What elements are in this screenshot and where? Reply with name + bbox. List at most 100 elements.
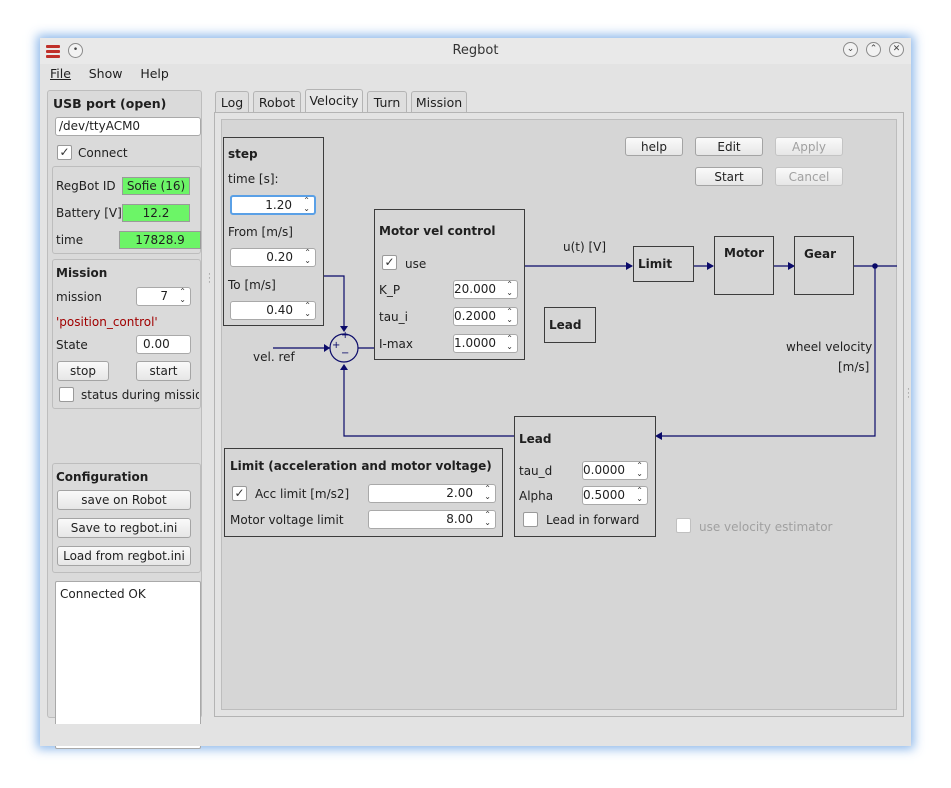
tab-mission[interactable]: Mission [411, 91, 467, 113]
spin-arrows-icon[interactable]: ⌃⌄ [506, 280, 513, 297]
taui-spinbox[interactable]: 0.2000 ⌃⌄ [453, 307, 518, 326]
arrow-into-sum-left [324, 344, 330, 352]
lead-forward-checkbox[interactable] [523, 512, 538, 527]
limit-box: Limit (acceleration and motor voltage) ✓… [224, 448, 503, 537]
sum-minus-bottom: − [341, 348, 350, 359]
acc-limit-checkbox[interactable]: ✓ [232, 486, 247, 501]
arrow-into-gear [788, 262, 795, 270]
lead-box: Lead tau_d 0.0000 ⌃⌄ Alpha 0.5000 ⌃⌄ Lea… [514, 416, 656, 537]
taud-spinbox[interactable]: 0.0000 ⌃⌄ [582, 461, 648, 480]
right-splitter-handle[interactable]: ··· [907, 385, 910, 403]
step-time-value: 1.20 [265, 198, 292, 212]
load-from-ini-button[interactable]: Load from regbot.ini [57, 546, 191, 566]
status-during-checkbox[interactable] [59, 387, 74, 402]
diagram-area: + + − help Edit Apply Start Cancel step … [221, 119, 897, 710]
help-button[interactable]: help [625, 137, 683, 156]
menu-file[interactable]: File [50, 66, 71, 81]
time-label: time [56, 233, 84, 247]
tab-velocity[interactable]: Velocity [305, 89, 363, 113]
menu-help[interactable]: Help [140, 66, 169, 81]
spin-arrows-icon[interactable]: ⌃⌄ [179, 287, 186, 304]
regbot-id-value: Sofie (16) [122, 177, 190, 195]
signal-lines [273, 262, 897, 440]
tab-log[interactable]: Log [215, 91, 249, 113]
limit-block: Limit [633, 246, 694, 282]
connect-checkbox[interactable]: ✓ [57, 145, 72, 160]
spin-arrows-icon[interactable]: ⌃⌄ [636, 486, 643, 503]
regbot-id-label: RegBot ID [56, 179, 116, 193]
spin-arrows-icon[interactable]: ⌃⌄ [636, 461, 643, 478]
battery-value: 12.2 [122, 204, 190, 222]
velocity-estimator-label: use velocity estimator [699, 520, 833, 534]
spin-arrows-icon[interactable]: ⌃⌄ [304, 248, 311, 265]
step-from-label: From [m/s] [228, 225, 293, 239]
title-bar: • Regbot ⌄ ⌃ ✕ [40, 38, 911, 64]
spin-arrows-icon[interactable]: ⌃⌄ [304, 301, 311, 318]
mission-name: 'position_control' [56, 315, 158, 329]
spin-arrows-icon[interactable]: ⌃⌄ [484, 484, 491, 501]
mission-value: 7 [160, 289, 168, 303]
limit-title: Limit (acceleration and motor voltage) [230, 459, 492, 473]
log-text: Connected OK [60, 587, 146, 601]
close-icon[interactable]: ✕ [889, 42, 904, 57]
sum-plus-left: + [332, 340, 341, 351]
acc-limit-value: 2.00 [446, 486, 473, 500]
save-on-robot-button[interactable]: save on Robot [57, 490, 191, 510]
arrow-into-lead [655, 432, 662, 440]
app-window: • Regbot ⌄ ⌃ ✕ File Show Help USB port (… [40, 38, 911, 749]
taud-value: 0.0000 [583, 463, 625, 477]
apply-button[interactable]: Apply [775, 137, 843, 156]
minimize-icon[interactable]: ⌄ [843, 42, 858, 57]
arrow-into-sum-top [340, 326, 348, 332]
velocity-estimator-checkbox[interactable] [676, 518, 691, 533]
usb-port-field[interactable]: /dev/ttyACM0 [55, 117, 201, 136]
tab-turn[interactable]: Turn [367, 91, 407, 113]
lead-block-small: Lead [544, 307, 596, 343]
cancel-button[interactable]: Cancel [775, 167, 843, 186]
log-text-area[interactable]: Connected OK [55, 581, 201, 749]
pin-icon[interactable]: • [68, 43, 83, 58]
mission-label: mission [56, 290, 102, 304]
spin-arrows-icon[interactable]: ⌃⌄ [506, 334, 513, 351]
spin-arrows-icon[interactable]: ⌃⌄ [303, 196, 310, 213]
spin-arrows-icon[interactable]: ⌃⌄ [506, 307, 513, 324]
gear-block: Gear [794, 236, 854, 295]
summing-junction [329, 333, 359, 363]
kp-spinbox[interactable]: 20.000 ⌃⌄ [453, 280, 518, 299]
robot-info-group: RegBot ID Sofie (16) Battery [V] 12.2 ti… [52, 166, 201, 254]
line-feedback-down [661, 266, 876, 437]
acc-limit-spinbox[interactable]: 2.00 ⌃⌄ [368, 484, 496, 503]
app-menu-icon[interactable] [46, 44, 60, 58]
alpha-spinbox[interactable]: 0.5000 ⌃⌄ [582, 486, 648, 505]
tab-robot[interactable]: Robot [253, 91, 301, 113]
edit-button[interactable]: Edit [695, 137, 763, 156]
step-to-value: 0.40 [266, 303, 293, 317]
step-from-spinbox[interactable]: 0.20 ⌃⌄ [230, 248, 316, 267]
step-to-spinbox[interactable]: 0.40 ⌃⌄ [230, 301, 316, 320]
left-panel: USB port (open) /dev/ttyACM0 ✓ Connect R… [47, 90, 202, 749]
stop-button[interactable]: stop [57, 361, 109, 381]
time-value: 17828.9 [119, 231, 201, 249]
step-title: step [228, 147, 258, 161]
voltage-limit-spinbox[interactable]: 8.00 ⌃⌄ [368, 510, 496, 529]
line-feedback-in [343, 368, 514, 437]
start-button[interactable]: Start [695, 167, 763, 186]
menu-show[interactable]: Show [88, 66, 123, 81]
use-checkbox[interactable]: ✓ [382, 255, 397, 270]
menu-bar: File Show Help [50, 66, 183, 84]
mission-spinbox[interactable]: 7 ⌃⌄ [136, 287, 191, 306]
motor-block: Motor [714, 236, 774, 295]
motor-vel-title: Motor vel control [379, 224, 496, 238]
start-mission-button[interactable]: start [136, 361, 191, 381]
save-to-ini-button[interactable]: Save to regbot.ini [57, 518, 191, 538]
imax-spinbox[interactable]: 1.0000 ⌃⌄ [453, 334, 518, 353]
maximize-icon[interactable]: ⌃ [866, 42, 881, 57]
splitter-handle[interactable]: ··· [208, 270, 211, 288]
configuration-group: Configuration save on Robot Save to regb… [52, 463, 201, 573]
use-label: use [405, 257, 427, 271]
arrow-into-sum-bottom [340, 364, 348, 370]
taui-label: tau_i [379, 310, 408, 324]
spin-arrows-icon[interactable]: ⌃⌄ [484, 510, 491, 527]
step-time-spinbox[interactable]: 1.20 ⌃⌄ [230, 195, 316, 215]
alpha-value: 0.5000 [583, 488, 625, 502]
